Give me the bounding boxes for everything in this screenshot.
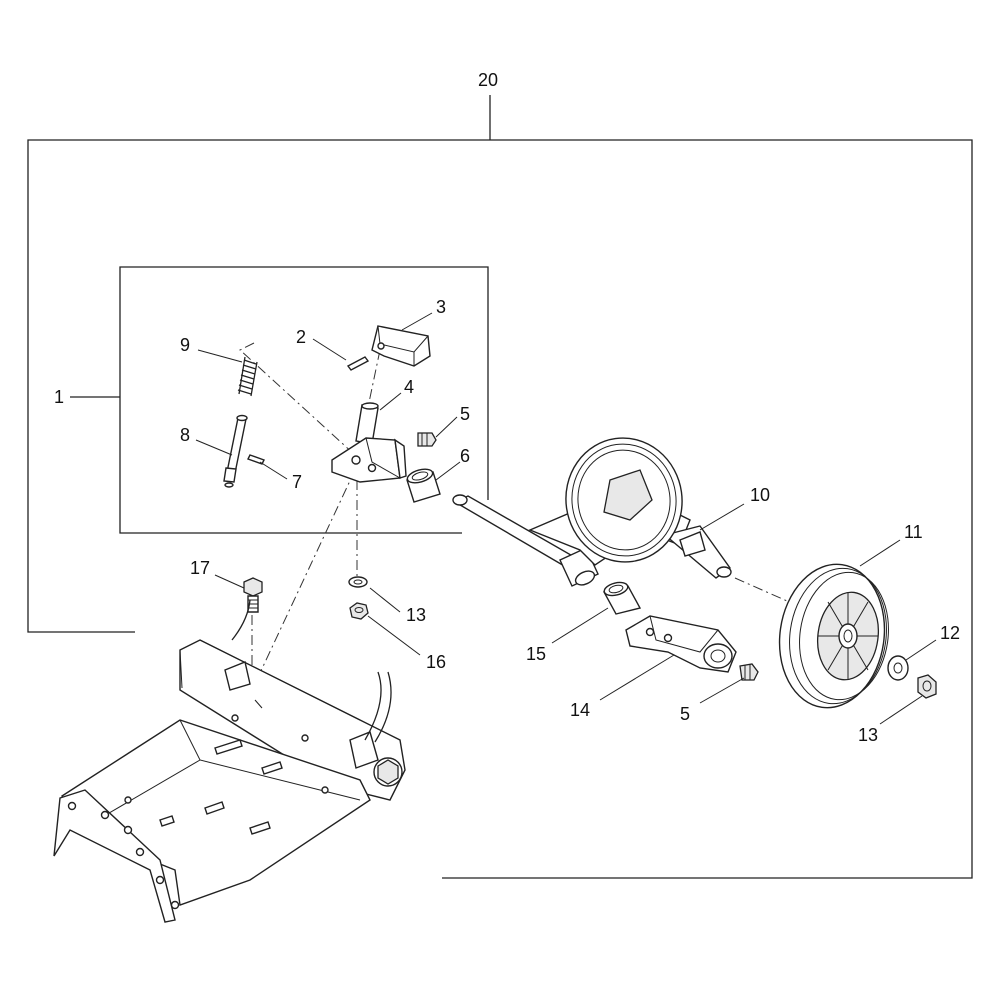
callout-3: 3 (436, 297, 446, 317)
subassembly-frame-1 (70, 266, 489, 534)
grease-fitting-part-5-lower (739, 663, 759, 681)
callout-6: 6 (460, 446, 470, 466)
lever-part-3 (371, 325, 431, 367)
callout-12: 12 (940, 623, 960, 643)
leader-lines (195, 312, 937, 725)
callout-11: 11 (904, 522, 923, 542)
callout-17: 17 (190, 558, 210, 578)
callout-5-upper: 5 (460, 404, 470, 424)
callout-5-lower: 5 (680, 704, 690, 724)
callout-10: 10 (750, 485, 770, 505)
callout-1: 1 (54, 387, 64, 407)
washer-part-12 (887, 655, 909, 681)
callout-14: 14 (570, 700, 590, 720)
callout-15: 15 (526, 644, 546, 664)
callout-7: 7 (292, 472, 302, 492)
wheel-part-11 (778, 563, 889, 709)
nut-part-16 (349, 602, 369, 620)
callout-20: 20 (478, 70, 498, 90)
grease-fitting-part-5-upper (417, 432, 437, 447)
callout-9: 9 (180, 335, 190, 355)
callout-labels: 20 1 2 3 4 5 6 7 8 9 10 11 12 13 13 14 1… (54, 70, 960, 745)
callout-2: 2 (296, 327, 306, 347)
bracket-upper (331, 437, 407, 483)
washer-part-13-upper (348, 576, 368, 588)
bolt-part-17 (243, 577, 263, 613)
callout-8: 8 (180, 425, 190, 445)
pin-part-2 (346, 356, 370, 371)
bushing-part-6 (406, 468, 441, 503)
spring-part-9 (237, 356, 258, 397)
callout-4: 4 (404, 377, 414, 397)
pin-part-7 (247, 454, 265, 465)
wheel-rear (565, 437, 683, 563)
callout-16: 16 (426, 652, 446, 672)
callout-13-upper: 13 (406, 605, 426, 625)
chassis-base (53, 599, 406, 923)
callout-13-lower: 13 (858, 725, 878, 745)
nut-part-13-lower (917, 674, 937, 699)
bushing-part-15 (602, 581, 642, 615)
assembly-frame-20 (27, 95, 973, 879)
plunger-part-8 (223, 414, 248, 488)
bracket-part-14 (625, 615, 737, 673)
assembly-lines (239, 342, 813, 706)
